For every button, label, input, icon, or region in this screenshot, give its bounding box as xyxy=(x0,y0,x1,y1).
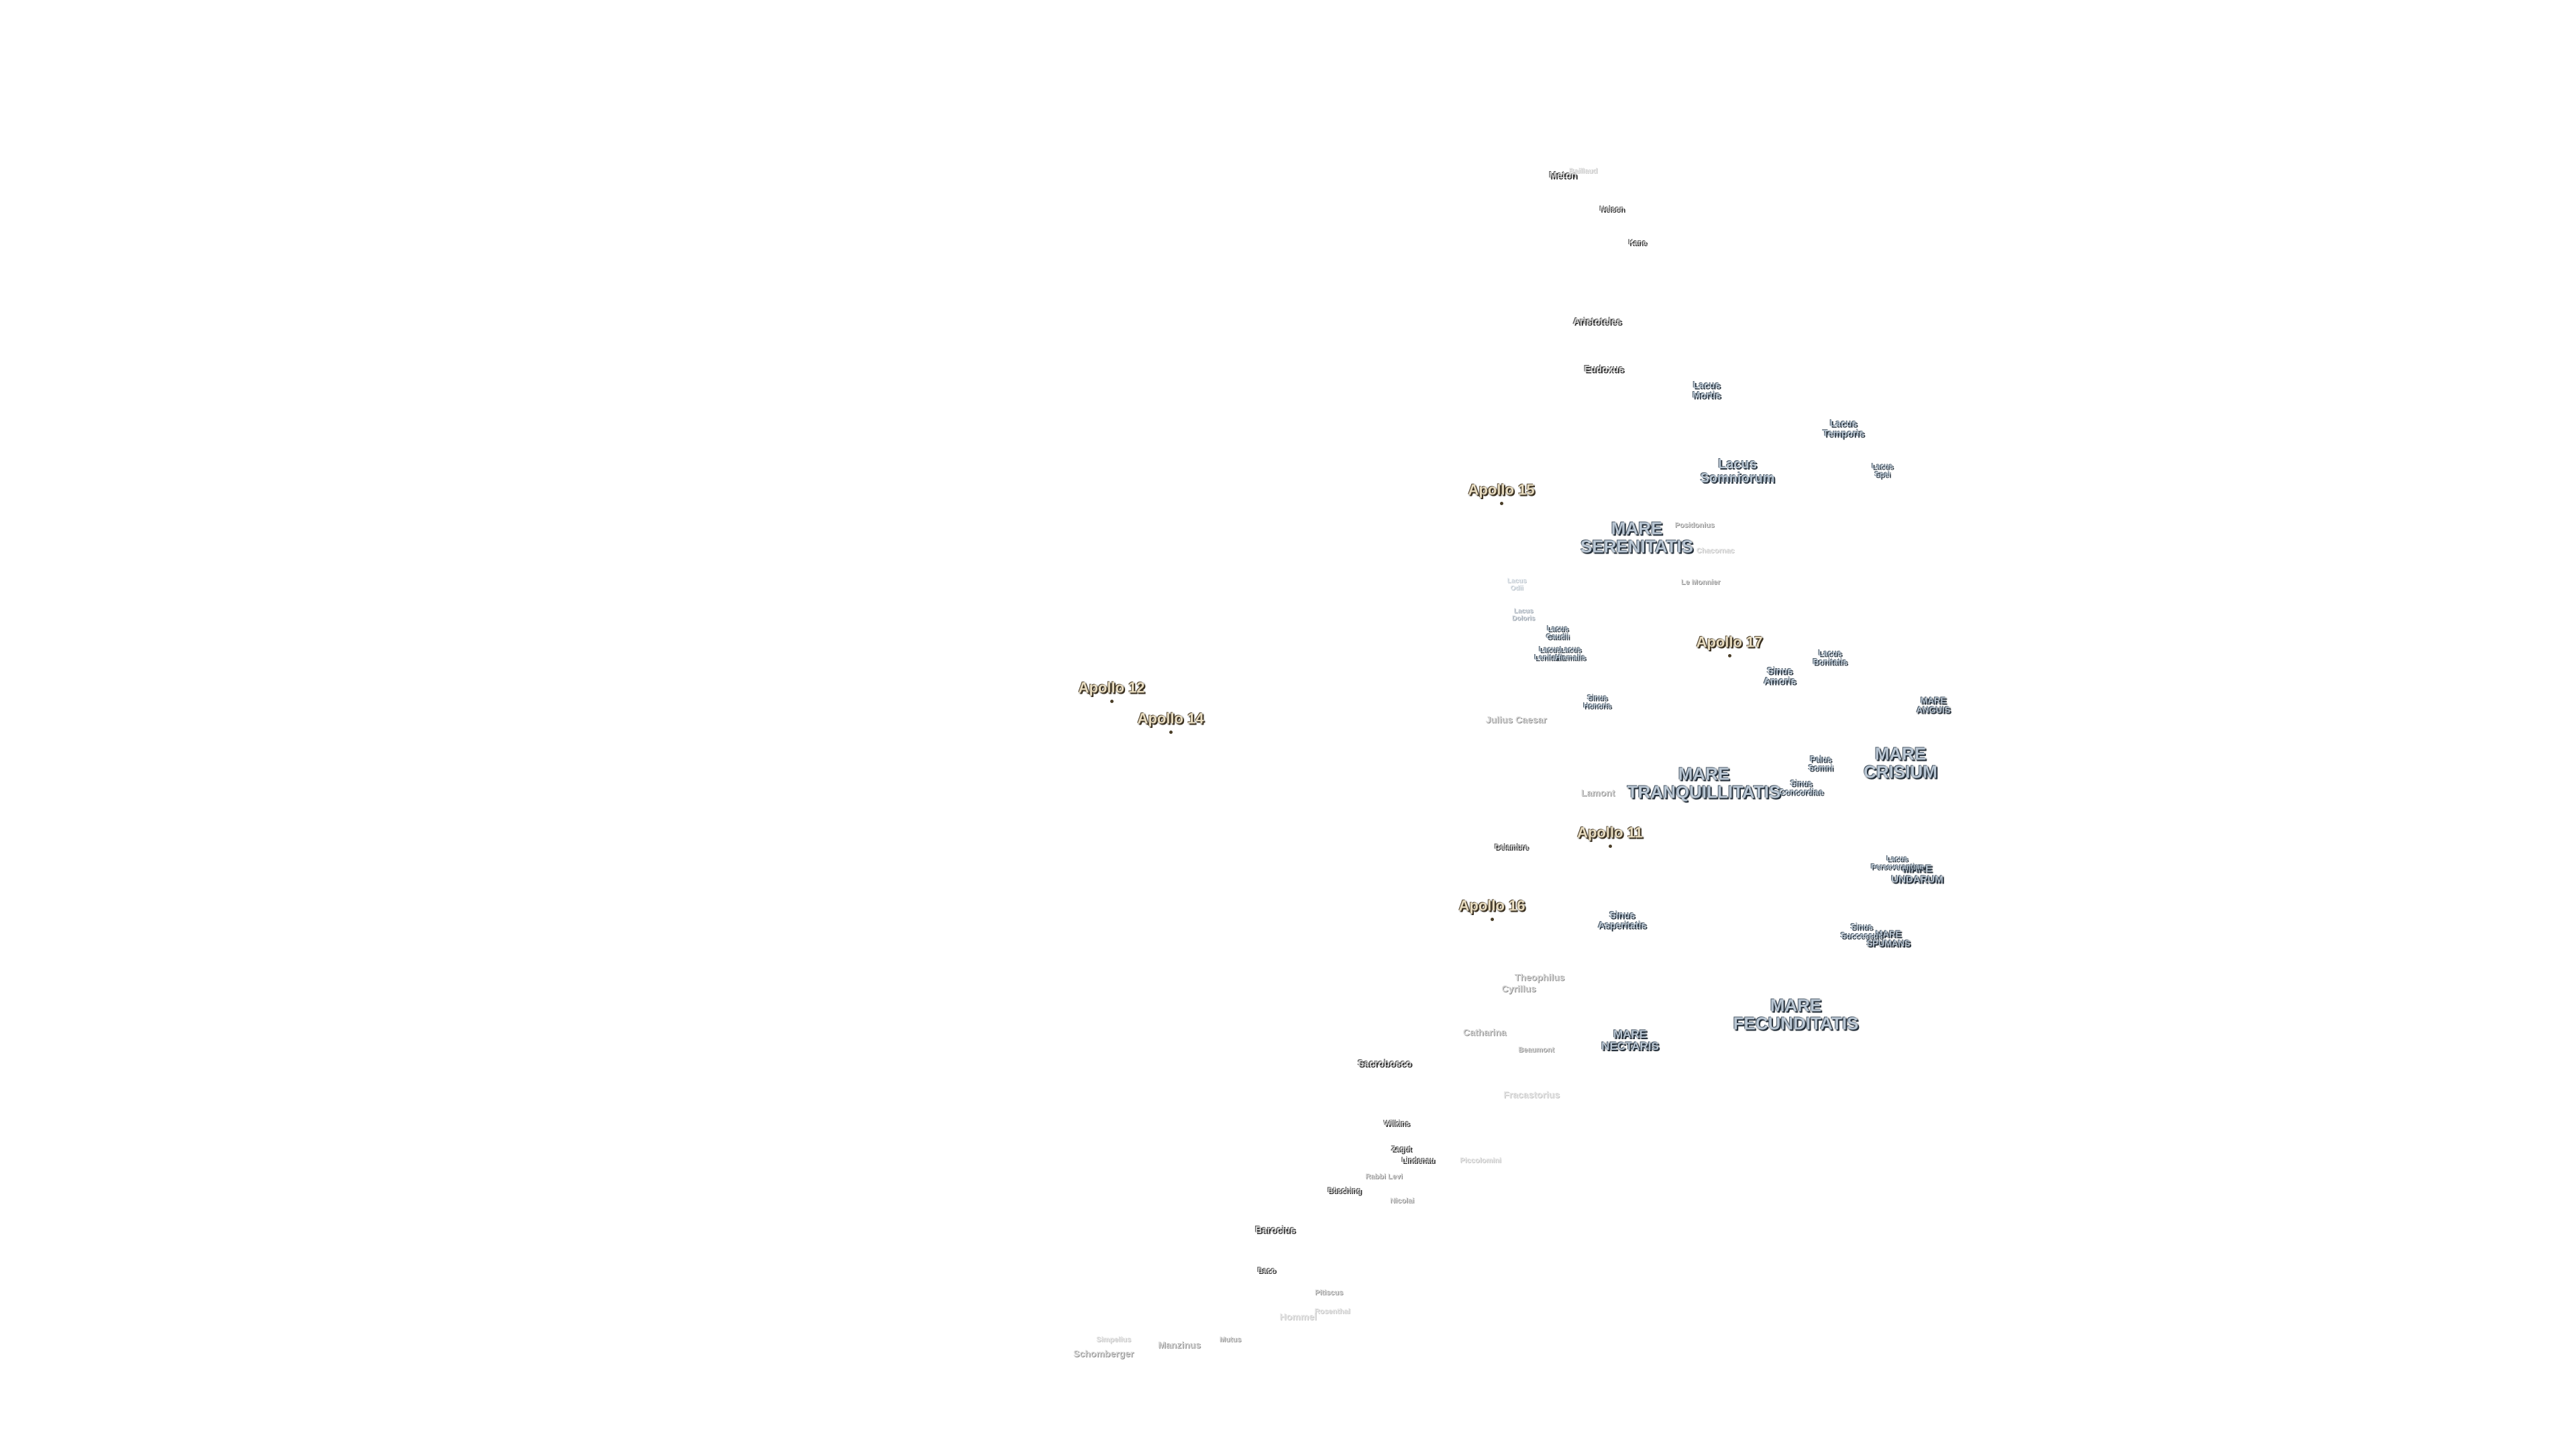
palus-somni-label[interactable]: Palus Somni xyxy=(1808,754,1833,772)
mare-serenitatis-label[interactable]: MARE SERENITATIS xyxy=(1580,518,1694,557)
apollo-16-marker[interactable] xyxy=(1491,918,1494,921)
crater-kane-label[interactable]: Kane xyxy=(1628,239,1647,248)
crater-cyrillus-label[interactable]: Cyrillus xyxy=(1501,983,1536,994)
crater-julius-caesar-label[interactable]: Julius Caesar xyxy=(1485,714,1547,725)
crater-piccolomini-label[interactable]: Piccolomini xyxy=(1460,1157,1501,1165)
crater-lamont-label[interactable]: Lamont xyxy=(1580,787,1615,798)
crater-meton-label[interactable]: Meton xyxy=(1549,169,1577,180)
mare-fecunditatis-label[interactable]: MARE FECUNDITATIS xyxy=(1733,995,1859,1034)
mare-nectaris-label[interactable]: MARE NECTARIS xyxy=(1601,1028,1659,1053)
apollo-12-label[interactable]: Apollo 12 xyxy=(1078,679,1145,696)
apollo-14-marker[interactable] xyxy=(1169,731,1173,734)
crater-catharina-label[interactable]: Catharina xyxy=(1462,1026,1507,1038)
crater-chacornac-label[interactable]: Chacornac xyxy=(1696,547,1735,555)
crater-hommel-label[interactable]: Hommel xyxy=(1279,1311,1317,1322)
apollo-11-label[interactable]: Apollo 11 xyxy=(1577,824,1643,841)
crater-rabbi-levi-label[interactable]: Rabbi Levi xyxy=(1365,1173,1403,1181)
crater-le-monnier-label[interactable]: Le Monnier xyxy=(1680,578,1721,587)
lacus-spei-label[interactable]: Lacus Spei xyxy=(1872,462,1893,478)
crater-schomberger-label[interactable]: Schomberger xyxy=(1073,1348,1134,1359)
crater-lindenau-label[interactable]: Lindenau xyxy=(1401,1157,1435,1165)
crater-rosenthal-label[interactable]: Rosenthal xyxy=(1314,1307,1350,1316)
sinus-asperitatis-label[interactable]: Sinus Asperitatis xyxy=(1597,909,1647,930)
crater-simpelius-label[interactable]: Simpelius xyxy=(1096,1336,1131,1344)
mare-tranquillitatis-label[interactable]: MARE TRANQUILLITATIS xyxy=(1627,763,1781,802)
lacus-perseverantiae-label[interactable]: Lacus Perseverantiae xyxy=(1870,855,1924,871)
apollo-11-marker[interactable] xyxy=(1609,845,1612,848)
apollo-17-marker[interactable] xyxy=(1728,654,1731,657)
lacus-bonitatis-label[interactable]: Lacus Bonitatis xyxy=(1813,648,1847,666)
lacus-temporis-label[interactable]: Lacus Temporis xyxy=(1823,417,1864,438)
crater-zagut-label[interactable]: Zagut xyxy=(1391,1145,1411,1154)
apollo-15-label[interactable]: Apollo 15 xyxy=(1468,481,1535,498)
crater-barocius-label[interactable]: Barocius xyxy=(1255,1224,1295,1235)
apollo-15-marker[interactable] xyxy=(1500,502,1503,505)
crater-eudoxus-label[interactable]: Eudoxus xyxy=(1584,363,1624,374)
sinus-amoris-label[interactable]: Sinus Amoris xyxy=(1763,665,1796,686)
lacus-odii-label[interactable]: Lacus Odii xyxy=(1507,577,1527,592)
lacus-hiemalis-label[interactable]: Lacus Hiemalis xyxy=(1555,645,1586,661)
lacus-somniorum-label[interactable]: Lacus Somniorum xyxy=(1700,457,1775,486)
crater-posidonius-label[interactable]: Posidonius xyxy=(1674,521,1715,530)
crater-delambre-label[interactable]: Delambre xyxy=(1494,843,1529,852)
apollo-12-marker[interactable] xyxy=(1110,700,1114,703)
crater-baco-label[interactable]: Baco xyxy=(1257,1267,1276,1275)
lacus-gaudii-label[interactable]: Lacus Gaudii xyxy=(1546,625,1570,641)
mare-undarum-label[interactable]: MARE UNDARUM xyxy=(1891,863,1943,885)
crater-sacrobosco-label[interactable]: Sacrobosco xyxy=(1357,1057,1412,1069)
crater-fracastorius-label[interactable]: Fracastorius xyxy=(1503,1089,1560,1100)
crater-baillaud-label[interactable]: Baillaud xyxy=(1568,167,1598,176)
crater-busching-label[interactable]: Büsching xyxy=(1327,1187,1362,1195)
apollo-14-label[interactable]: Apollo 14 xyxy=(1137,710,1204,727)
lacus-mortis-label[interactable]: Lacus Mortis xyxy=(1693,379,1721,400)
mare-spumans-label[interactable]: MARE SPUMANS xyxy=(1866,928,1911,948)
mare-crisium-label[interactable]: MARE CRISIUM xyxy=(1864,743,1937,782)
lacus-doloris-label[interactable]: Lacus Doloris xyxy=(1511,607,1536,622)
sinus-successus-label[interactable]: Sinus Successus xyxy=(1840,922,1883,940)
crater-wilkins-label[interactable]: Wilkins xyxy=(1383,1120,1410,1128)
crater-manzinus-label[interactable]: Manzinus xyxy=(1158,1339,1201,1350)
apollo-16-label[interactable]: Apollo 16 xyxy=(1458,897,1525,914)
crater-nicolai-label[interactable]: Nicolai xyxy=(1389,1197,1415,1205)
crater-nelson-label[interactable]: Nelson xyxy=(1599,205,1625,214)
crater-beaumont-label[interactable]: Beaumont xyxy=(1518,1046,1554,1055)
crater-theophilus-label[interactable]: Theophilus xyxy=(1514,971,1565,983)
crater-mutus-label[interactable]: Mutus xyxy=(1219,1336,1242,1344)
lacus-lenitatis-label[interactable]: Lacus Lenitatis xyxy=(1534,645,1565,661)
crater-pitiscus-label[interactable]: Pitiscus xyxy=(1314,1289,1344,1297)
apollo-17-label[interactable]: Apollo 17 xyxy=(1696,633,1763,651)
sinus-honoris-label[interactable]: Sinus Honoris xyxy=(1583,694,1611,710)
crater-aristoteles-label[interactable]: Aristoteles xyxy=(1572,315,1622,327)
mare-anguis-label[interactable]: MARE ANGUIS xyxy=(1916,695,1951,714)
sinus-concordiae-label[interactable]: Sinus Concordiae xyxy=(1778,778,1824,796)
